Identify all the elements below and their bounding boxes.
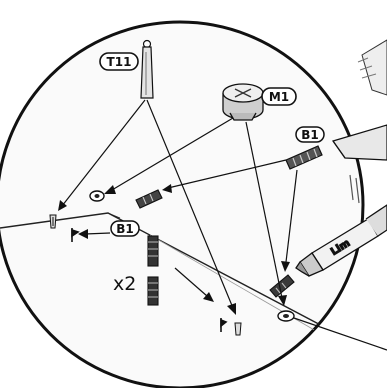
dowel-hole-bottom xyxy=(220,318,228,332)
dowel-center xyxy=(135,189,163,209)
dowel-hole-left xyxy=(71,228,80,242)
callout-b1-left: B1 xyxy=(110,220,140,237)
glue-tube: Lim xyxy=(295,204,387,277)
callout-b1-top-text: B1 xyxy=(301,128,319,142)
screw-left xyxy=(49,214,57,229)
screw-bottom xyxy=(234,322,242,336)
dowel-lower-right xyxy=(269,274,295,298)
cam-lock-m1 xyxy=(222,83,264,121)
dowel-pair xyxy=(147,235,159,306)
callout-m1: M1 xyxy=(261,87,297,106)
marker-pen xyxy=(332,124,387,204)
arrowheads xyxy=(58,184,290,315)
callout-m1-text: M1 xyxy=(269,90,289,104)
detail-circle xyxy=(0,20,365,388)
leader-out-right xyxy=(293,317,387,351)
leader-lines xyxy=(61,99,298,309)
dowel-upper-right xyxy=(285,145,323,170)
callout-t11: T11 xyxy=(99,52,139,71)
cam-hole-left xyxy=(89,190,105,202)
outside-panel-corner xyxy=(357,39,387,96)
callout-b1-left-text: B1 xyxy=(116,222,134,236)
hex-key-tool xyxy=(140,39,154,99)
callout-b1-top: B1 xyxy=(295,126,325,143)
quantity-label: x2 xyxy=(113,273,136,295)
cam-hole-lower xyxy=(277,310,295,322)
callout-t11-text: T11 xyxy=(107,55,132,69)
